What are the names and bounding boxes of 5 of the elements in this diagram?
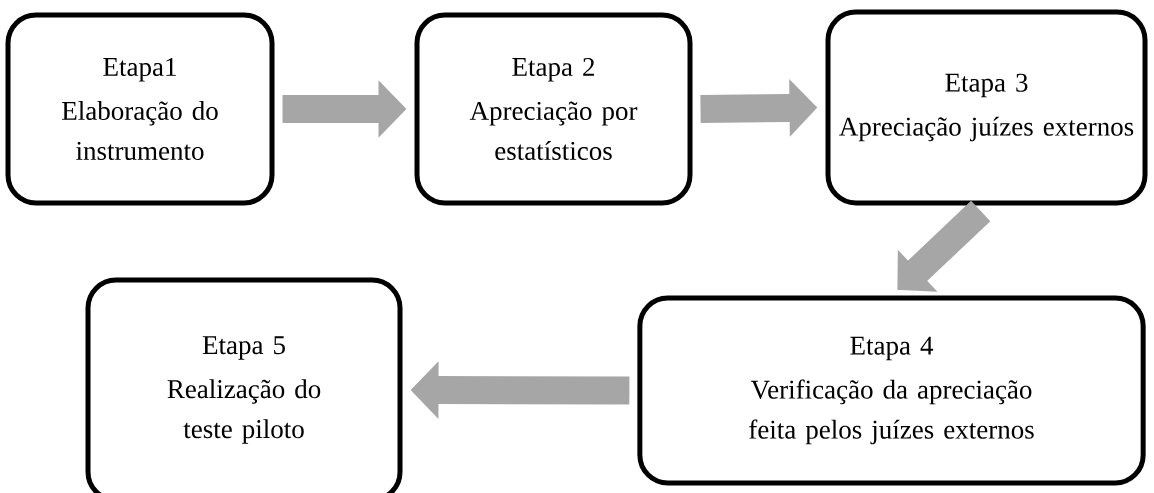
process-box: Etapa 5 Realização do teste piloto — [85, 277, 403, 493]
process-box: Etapa 2 Apreciação por estatísticos — [414, 12, 693, 206]
process-box: Etapa 3 Apreciação juízes externos — [825, 9, 1148, 206]
process-box: Etapa1 Elaboração do instrumento — [5, 12, 275, 206]
process-box: Etapa 4 Verificação da apreciação feita pelos juízes externos — [637, 295, 1146, 486]
